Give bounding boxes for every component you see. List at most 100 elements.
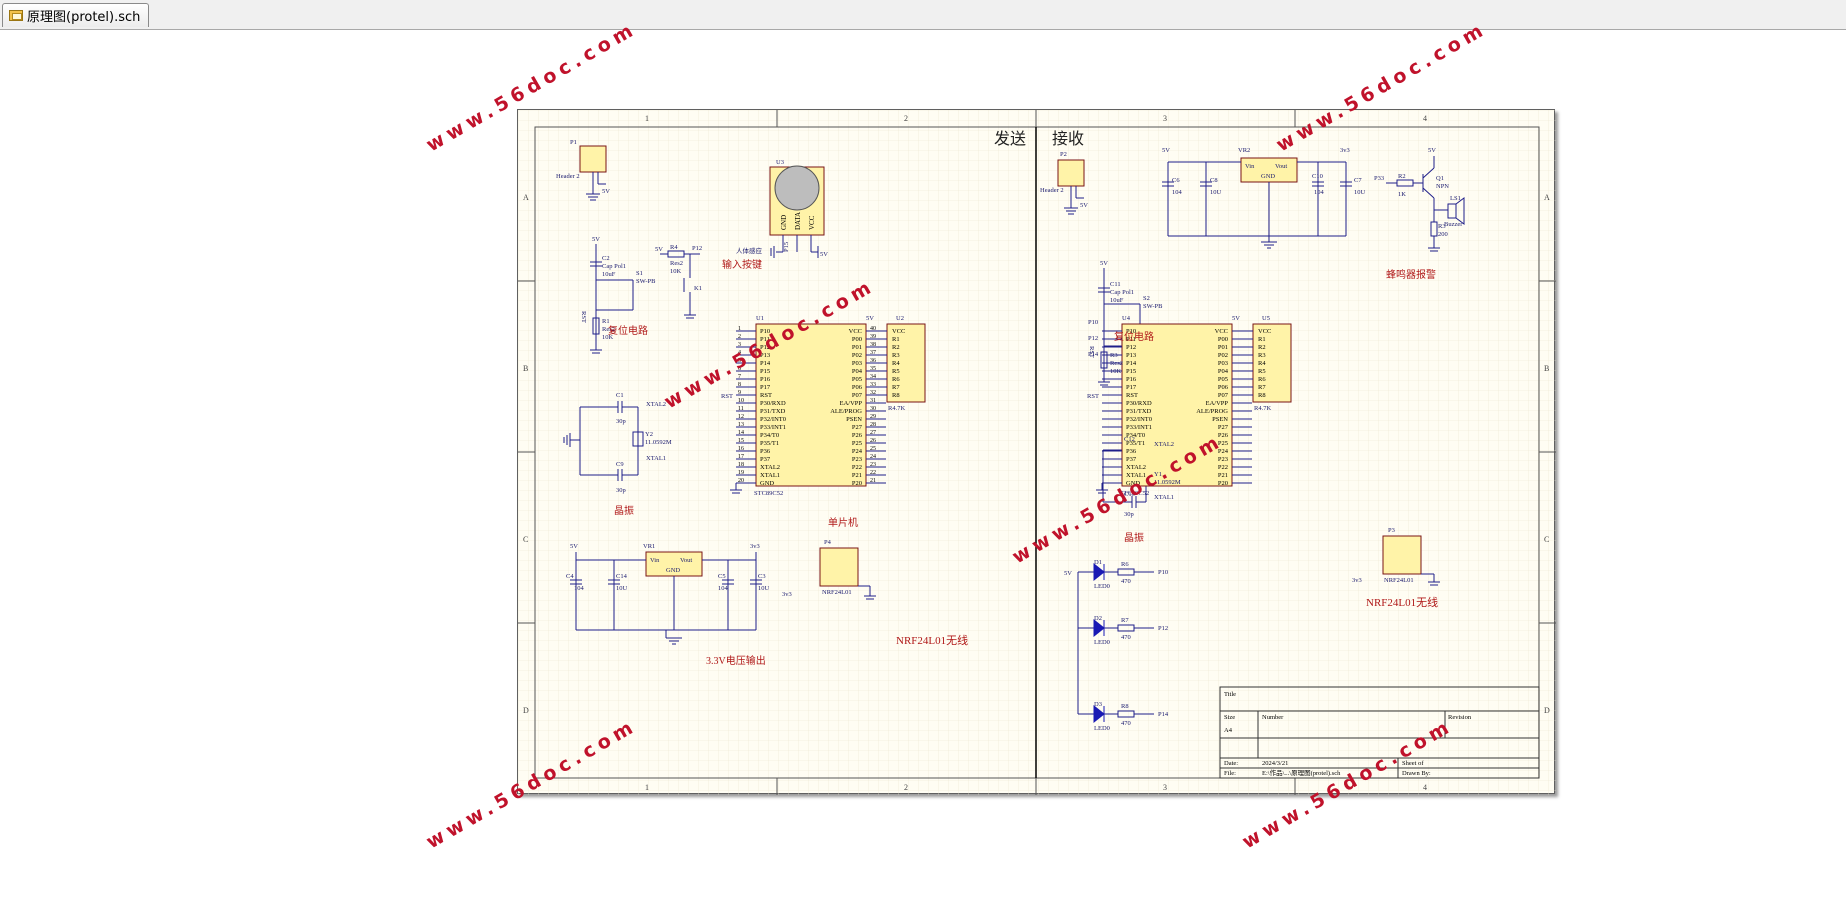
svg-text:XTAL2: XTAL2 bbox=[646, 401, 666, 408]
svg-text:P01: P01 bbox=[852, 344, 862, 351]
label-nrf-recv: NRF24L01无线 bbox=[1366, 595, 1438, 609]
schematic-file-icon bbox=[9, 10, 23, 21]
svg-text:5V: 5V bbox=[592, 236, 600, 243]
recv-block-titles: 复位电路 晶振 蜂鸣器报警 NRF24L01无线 bbox=[1114, 268, 1438, 609]
svg-text:1K: 1K bbox=[1398, 191, 1406, 198]
svg-text:XTAL1: XTAL1 bbox=[646, 455, 666, 462]
svg-text:104: 104 bbox=[1172, 189, 1183, 196]
col-label: 1 bbox=[645, 783, 649, 792]
svg-text:34: 34 bbox=[870, 374, 876, 380]
svg-text:Drawn By:: Drawn By: bbox=[1402, 770, 1431, 777]
tab-schematic-file[interactable]: 原理图(protel).sch bbox=[2, 3, 150, 27]
svg-text:P32/INT0: P32/INT0 bbox=[1126, 416, 1152, 423]
svg-text:5V: 5V bbox=[820, 251, 828, 258]
svg-text:C2: C2 bbox=[602, 255, 610, 262]
svg-text:P23: P23 bbox=[1218, 456, 1228, 463]
svg-text:Vout: Vout bbox=[1275, 163, 1287, 170]
svg-text:9: 9 bbox=[738, 390, 741, 396]
svg-text:RST: RST bbox=[760, 392, 772, 399]
row-label: B bbox=[523, 364, 528, 373]
svg-text:P01: P01 bbox=[1218, 344, 1228, 351]
svg-text:Y1: Y1 bbox=[1154, 471, 1162, 478]
svg-text:P12: P12 bbox=[760, 344, 770, 351]
row-label: C bbox=[1544, 535, 1549, 544]
svg-text:36: 36 bbox=[870, 358, 876, 364]
svg-text:13: 13 bbox=[738, 422, 744, 428]
svg-text:10uF: 10uF bbox=[1110, 297, 1124, 304]
svg-text:P20: P20 bbox=[1218, 480, 1228, 487]
svg-text:Sheet of: Sheet of bbox=[1402, 760, 1424, 767]
col-label: 4 bbox=[1423, 783, 1427, 792]
svg-text:LS1: LS1 bbox=[1450, 195, 1461, 202]
svg-text:R8: R8 bbox=[1121, 703, 1129, 710]
svg-text:10U: 10U bbox=[758, 585, 770, 592]
svg-text:23: 23 bbox=[870, 462, 876, 468]
svg-text:P13: P13 bbox=[1126, 352, 1136, 359]
svg-text:21: 21 bbox=[870, 478, 876, 484]
svg-text:P14: P14 bbox=[1126, 360, 1137, 367]
svg-text:40: 40 bbox=[870, 326, 876, 332]
svg-text:Q1: Q1 bbox=[1436, 175, 1444, 182]
row-label: D bbox=[523, 706, 529, 715]
svg-text:Vin: Vin bbox=[1245, 163, 1255, 170]
svg-text:P14: P14 bbox=[1088, 351, 1099, 358]
svg-text:RST: RST bbox=[721, 393, 733, 400]
svg-text:P30/RXD: P30/RXD bbox=[1126, 400, 1152, 407]
svg-text:S1: S1 bbox=[636, 270, 643, 277]
svg-text:XTAL2: XTAL2 bbox=[760, 464, 780, 471]
row-label: B bbox=[1544, 364, 1549, 373]
svg-text:P24: P24 bbox=[852, 448, 863, 455]
svg-text:3v3: 3v3 bbox=[1340, 147, 1350, 154]
svg-text:RST: RST bbox=[580, 311, 587, 323]
svg-text:File:: File: bbox=[1224, 770, 1236, 777]
title-block bbox=[1219, 686, 1540, 779]
svg-text:P20: P20 bbox=[852, 480, 862, 487]
schematic-sheet[interactable]: 1 2 3 4 1 2 3 4 A B C D A B C D 发送 接收 bbox=[517, 109, 1556, 795]
svg-text:P33/INT1: P33/INT1 bbox=[1126, 424, 1152, 431]
svg-text:P26: P26 bbox=[1218, 432, 1229, 439]
svg-text:R3: R3 bbox=[1438, 223, 1446, 230]
svg-text:P04: P04 bbox=[1218, 368, 1229, 375]
svg-text:1: 1 bbox=[738, 326, 741, 332]
svg-text:R1: R1 bbox=[892, 336, 900, 343]
svg-text:P06: P06 bbox=[852, 384, 863, 391]
svg-text:P3: P3 bbox=[1388, 527, 1395, 534]
svg-text:C12: C12 bbox=[1124, 436, 1135, 443]
row-label: D bbox=[1544, 706, 1550, 715]
send-circuit bbox=[563, 145, 926, 645]
svg-text:2024/3/21: 2024/3/21 bbox=[1262, 760, 1288, 767]
svg-text:P07: P07 bbox=[852, 392, 863, 399]
svg-text:P27: P27 bbox=[1218, 424, 1229, 431]
col-label: 3 bbox=[1163, 783, 1167, 792]
svg-text:VCC: VCC bbox=[892, 328, 905, 335]
svg-text:SW-PB: SW-PB bbox=[1143, 303, 1163, 310]
svg-text:5V: 5V bbox=[1428, 147, 1436, 154]
svg-text:20: 20 bbox=[738, 478, 744, 484]
tab-label: 原理图(protel).sch bbox=[27, 10, 141, 25]
svg-text:Vout: Vout bbox=[680, 557, 692, 564]
label-reset-circuit-recv: 复位电路 bbox=[1114, 330, 1154, 343]
svg-text:10K: 10K bbox=[1110, 368, 1122, 375]
svg-text:Y2: Y2 bbox=[645, 431, 653, 438]
svg-text:R5: R5 bbox=[892, 368, 900, 375]
svg-text:10U: 10U bbox=[1354, 189, 1366, 196]
svg-text:P31/TXD: P31/TXD bbox=[1126, 408, 1152, 415]
svg-text:STC89C52: STC89C52 bbox=[754, 490, 783, 497]
svg-text:19: 19 bbox=[738, 470, 744, 476]
svg-text:NRF24L01: NRF24L01 bbox=[1384, 577, 1414, 584]
svg-text:VCC: VCC bbox=[1215, 328, 1228, 335]
svg-text:R2: R2 bbox=[892, 344, 900, 351]
svg-text:P04: P04 bbox=[852, 368, 863, 375]
svg-text:12: 12 bbox=[738, 414, 744, 420]
svg-text:Res2: Res2 bbox=[1110, 360, 1123, 367]
svg-text:11.0592M: 11.0592M bbox=[645, 439, 672, 446]
svg-text:3v3: 3v3 bbox=[782, 591, 792, 598]
svg-text:30: 30 bbox=[870, 406, 876, 412]
svg-text:5V: 5V bbox=[570, 543, 578, 550]
svg-text:7: 7 bbox=[738, 374, 741, 380]
svg-text:GND: GND bbox=[760, 480, 774, 487]
svg-text:R3: R3 bbox=[1110, 352, 1118, 359]
svg-text:D2: D2 bbox=[1094, 615, 1102, 622]
